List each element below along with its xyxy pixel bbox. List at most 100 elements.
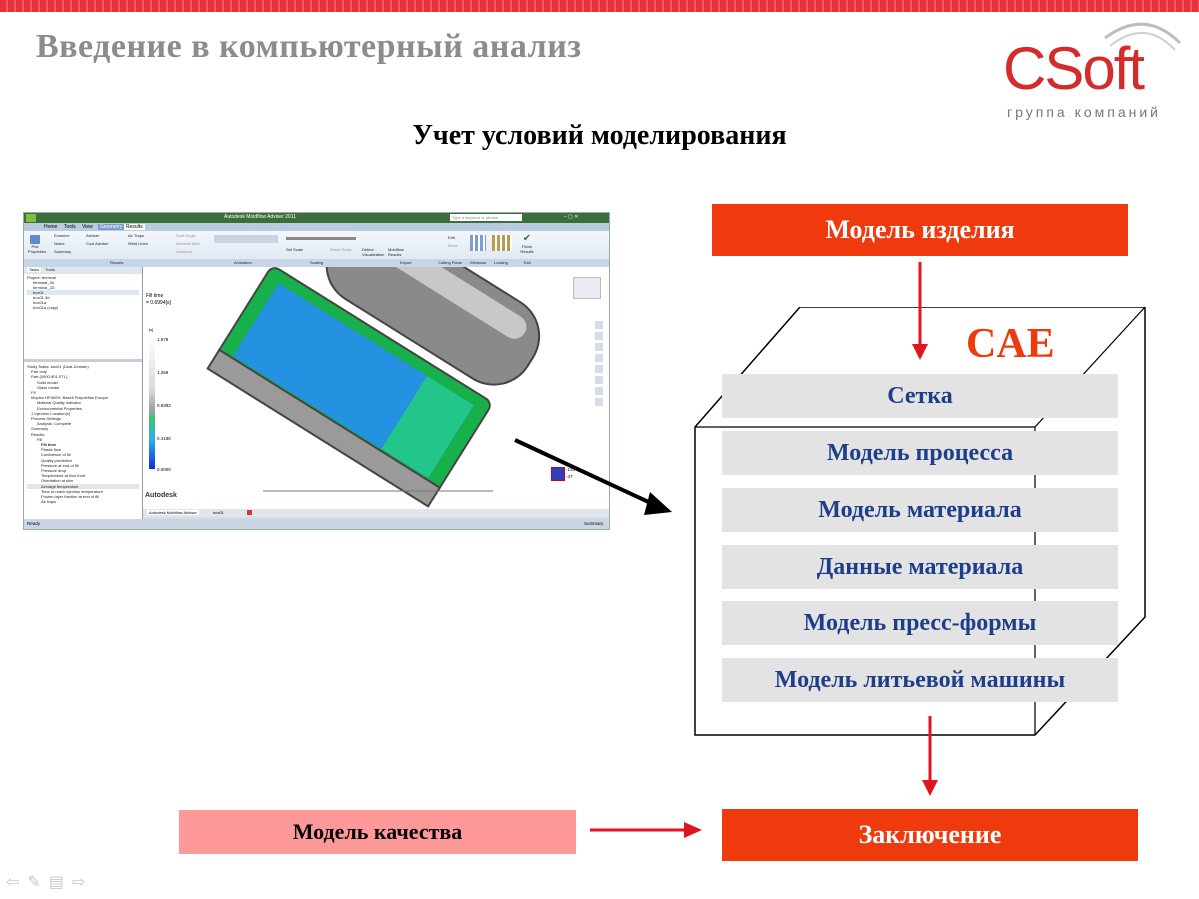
viewcube-icon[interactable] xyxy=(573,277,601,299)
legend-value: 1.678 xyxy=(157,337,169,342)
slide-nav: ⇦✎▤⇨ xyxy=(6,872,93,891)
draft-angle-button[interactable]: Draft Angle xyxy=(176,233,196,238)
defect-visualization-button[interactable]: Defect Visualization xyxy=(362,247,385,257)
group-export: Export xyxy=(400,260,412,265)
slide-subtitle: Учет условий моделирования xyxy=(412,120,787,151)
project-root[interactable]: Project: terminal xyxy=(27,275,56,280)
flow-item-process-model: Модель процесса xyxy=(722,431,1118,475)
project-item[interactable]: box01 3d xyxy=(33,295,50,300)
study-item[interactable]: Time to reach ejection temperature xyxy=(41,488,103,494)
axis-value: -133 xyxy=(566,467,576,472)
study-item[interactable]: 1 Injection Location(s) xyxy=(31,410,71,416)
document-tabs: Autodesk Moldflow Adviser box01 xyxy=(143,509,609,517)
animation-controls[interactable] xyxy=(214,235,278,243)
pen-icon[interactable]: ✎ xyxy=(27,872,49,891)
project-tree: Project: terminal terminal_3d terminal_2… xyxy=(24,274,142,311)
scale-slider[interactable] xyxy=(286,237,356,240)
move-button[interactable]: Move xyxy=(448,243,458,248)
set-scale-button[interactable]: Set Scale xyxy=(286,247,304,252)
finish-results-label: Finish Results xyxy=(520,244,534,254)
study-item[interactable]: Results xyxy=(31,431,45,437)
study-item[interactable]: Pressure at end of fill xyxy=(41,462,79,468)
app-titlebar: Autodesk Moldflow Adviser 2011 Type a ke… xyxy=(24,213,609,223)
study-item[interactable]: Part (0000-501.STL) xyxy=(31,374,68,380)
panel-divider[interactable] xyxy=(24,359,142,362)
close-tab-icon[interactable] xyxy=(247,510,252,515)
tab-tasks[interactable]: Tasks xyxy=(27,267,42,272)
study-item[interactable]: Summary xyxy=(31,426,49,432)
window-controls[interactable]: – ▢ ✕ xyxy=(564,214,579,220)
tab-panel-tools[interactable]: Tools xyxy=(45,267,55,272)
study-item[interactable]: Air traps xyxy=(41,499,56,505)
study-item[interactable]: Part only xyxy=(31,369,47,375)
windows-grid-icon[interactable] xyxy=(470,235,486,251)
study-item[interactable]: Frozen layer fraction at end of fill xyxy=(41,494,100,500)
logo-wordmark: CSoft xyxy=(1003,35,1145,102)
next-icon[interactable]: ⇨ xyxy=(71,872,94,891)
project-item[interactable]: box01a xyxy=(33,300,47,305)
nominal-wall-button[interactable]: Nominal Wall xyxy=(176,241,200,246)
checkmark-icon: ✔ xyxy=(522,233,532,244)
tab-view[interactable]: View xyxy=(82,224,93,230)
result-value: = 0.6994[s] xyxy=(146,300,171,306)
group-exit: Exit xyxy=(524,260,531,265)
study-item[interactable]: Analysis: Complete xyxy=(37,421,72,427)
doc-tab[interactable]: Autodesk Moldflow Adviser xyxy=(147,510,199,515)
study-item[interactable]: Quality prediction xyxy=(41,457,72,463)
locking-icon[interactable] xyxy=(492,235,512,251)
model-viewport[interactable]: Fill time = 0.6994[s] [s] 1.678 1.259 0.… xyxy=(143,267,609,509)
study-item[interactable]: Fill xyxy=(37,436,43,442)
project-item[interactable]: terminal_2D xyxy=(33,285,55,290)
cool-adviser-button[interactable]: Cool Adviser xyxy=(86,241,109,246)
project-item[interactable]: terminal_3d xyxy=(33,280,54,285)
adviser-button[interactable]: Adviser xyxy=(86,233,100,238)
air-traps-button[interactable]: Air Traps xyxy=(128,233,145,238)
study-item[interactable]: Plastic flow xyxy=(41,447,62,453)
nav-toolbar[interactable] xyxy=(595,321,603,407)
flow-item-mold-model: Модель пресс-формы xyxy=(722,601,1118,645)
legend-unit: [s] xyxy=(149,327,154,332)
status-bar: Ready Summary xyxy=(24,519,609,529)
group-scaling: Scaling xyxy=(310,260,324,265)
study-item[interactable]: Process Settings xyxy=(31,416,62,422)
flow-item-material-model: Модель материала xyxy=(722,488,1118,532)
study-item[interactable]: Fill time xyxy=(41,442,57,448)
study-item[interactable]: Study Tasks: box01 (Dual-Domain) xyxy=(27,364,89,369)
project-item[interactable]: box01 xyxy=(27,290,139,295)
tab-geometry[interactable]: Geometry xyxy=(98,224,124,230)
study-item[interactable]: Confidence of fill xyxy=(41,452,71,458)
logo-arc-icon xyxy=(1104,22,1182,51)
study-item[interactable]: PX xyxy=(31,390,37,396)
study-item[interactable]: Average temperature xyxy=(27,483,139,489)
prev-icon[interactable]: ⇦ xyxy=(6,872,28,891)
examine-button[interactable]: Examine xyxy=(54,233,70,238)
tab-tools[interactable]: Tools xyxy=(64,224,76,230)
finish-results-button[interactable]: ✔ Finish Results xyxy=(518,233,536,254)
study-item[interactable]: Material Quality indicator xyxy=(37,400,82,406)
reset-scale-button[interactable]: Reset Scale xyxy=(330,247,352,252)
project-item[interactable]: box01a (copy) xyxy=(33,305,59,310)
output-box: Заключение xyxy=(722,809,1138,861)
moldflow-results-button[interactable]: Moldflow Results xyxy=(388,247,404,257)
menu-icon[interactable]: ▤ xyxy=(48,872,72,891)
notes-button[interactable]: Notes xyxy=(54,241,65,246)
study-item[interactable]: Solid model xyxy=(37,379,58,385)
search-box[interactable]: Type a keyword or phrase xyxy=(450,214,522,221)
weld-lines-button[interactable]: Weld Lines xyxy=(128,241,148,246)
study-item[interactable]: Temperature at flow front xyxy=(41,473,86,479)
study-item[interactable]: Orientation at skin xyxy=(41,478,74,484)
plot-properties-button[interactable]: Plot Properties xyxy=(28,235,46,257)
legend-value: 1.259 xyxy=(157,370,169,375)
edit-button[interactable]: Edit xyxy=(448,235,455,240)
undercut-button[interactable]: Undercut xyxy=(176,249,193,254)
tab-results[interactable]: Results xyxy=(124,224,145,230)
status-summary[interactable]: Summary xyxy=(584,521,604,526)
study-item[interactable]: Environmental Properties xyxy=(37,405,82,411)
summary-button[interactable]: Summary xyxy=(54,249,72,254)
study-item[interactable]: Glass model xyxy=(37,384,60,390)
tab-home[interactable]: Home xyxy=(44,224,58,230)
doc-tab[interactable]: box01 xyxy=(213,510,224,515)
study-item[interactable]: Moplen HP400H: Basell Polyolefins Europe xyxy=(31,395,108,401)
study-item[interactable]: Pressure drop xyxy=(41,468,67,474)
flow-item-material-data: Данные материала xyxy=(722,545,1118,589)
